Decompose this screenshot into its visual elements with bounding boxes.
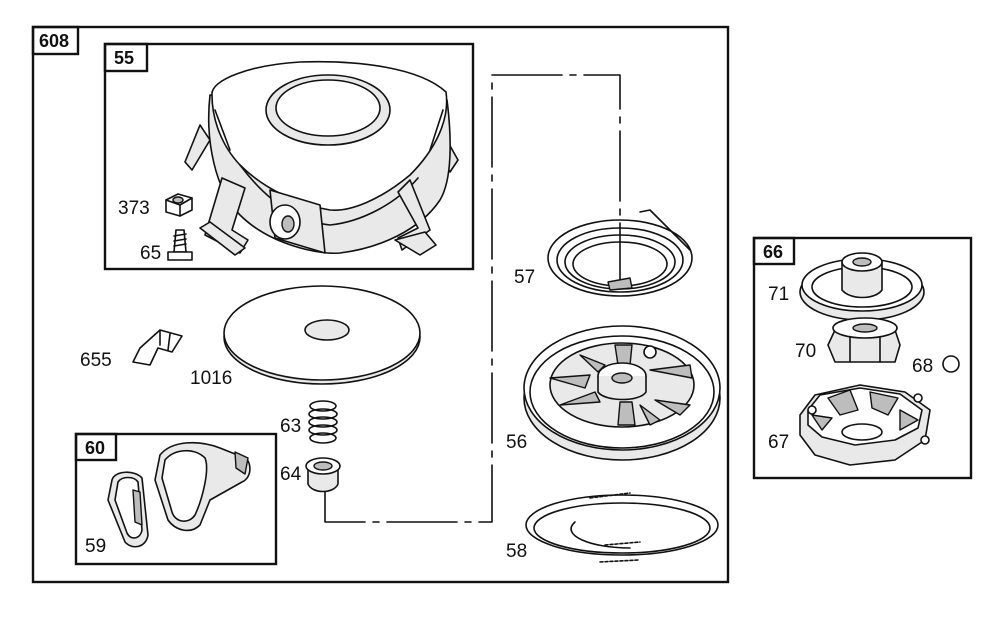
- hex-nut: [165, 193, 193, 217]
- rope-handle: [154, 441, 251, 532]
- starter-rope: [525, 492, 719, 563]
- starter-housing: [184, 60, 459, 256]
- clutch-housing: [799, 384, 931, 466]
- main-frame: [31, 25, 730, 584]
- label-rope: 58: [506, 541, 527, 562]
- label-nut: 373: [118, 198, 150, 219]
- label-clutch-top: 71: [768, 284, 789, 305]
- small-spring: [308, 400, 338, 444]
- label-grip: 59: [85, 536, 106, 557]
- handle-grip: [107, 471, 149, 548]
- label-washer: 1016: [190, 368, 232, 389]
- clutch-hub: [827, 317, 901, 363]
- handle-kit-tag: 60: [85, 438, 105, 458]
- label-screw: 65: [140, 243, 161, 264]
- housing-kit-frame: [103, 42, 475, 271]
- label-retainer: 64: [280, 464, 302, 485]
- label-rewind-spring: 57: [514, 267, 535, 288]
- retainer: [305, 457, 341, 493]
- steel-ball: [942, 355, 960, 373]
- housing-kit-tag: 55: [114, 48, 134, 68]
- handle-kit-frame: [74, 432, 278, 566]
- clutch-kit-tag: 66: [763, 242, 783, 262]
- pulley: [523, 325, 721, 461]
- handle-kit-tag-box: [74, 432, 118, 462]
- label-clip: 655: [80, 350, 112, 371]
- main-frame-tag: 608: [39, 31, 69, 51]
- rope-routing-line: [324, 74, 621, 523]
- housing-kit-tag-box: [103, 42, 149, 73]
- screw: [167, 229, 193, 261]
- clutch-top: [799, 252, 925, 321]
- large-washer: [223, 285, 421, 385]
- label-clutch-housing: 67: [768, 432, 789, 453]
- label-pulley: 56: [506, 432, 527, 453]
- label-spring: 63: [280, 416, 301, 437]
- clutch-kit-frame: [752, 236, 973, 480]
- rewind-spring: [547, 209, 693, 297]
- label-clutch-hub: 70: [795, 341, 816, 362]
- clip: [132, 329, 183, 366]
- main-frame-tag-box: [31, 25, 80, 56]
- label-ball: 68: [912, 356, 933, 377]
- clutch-kit-tag-box: [752, 236, 796, 266]
